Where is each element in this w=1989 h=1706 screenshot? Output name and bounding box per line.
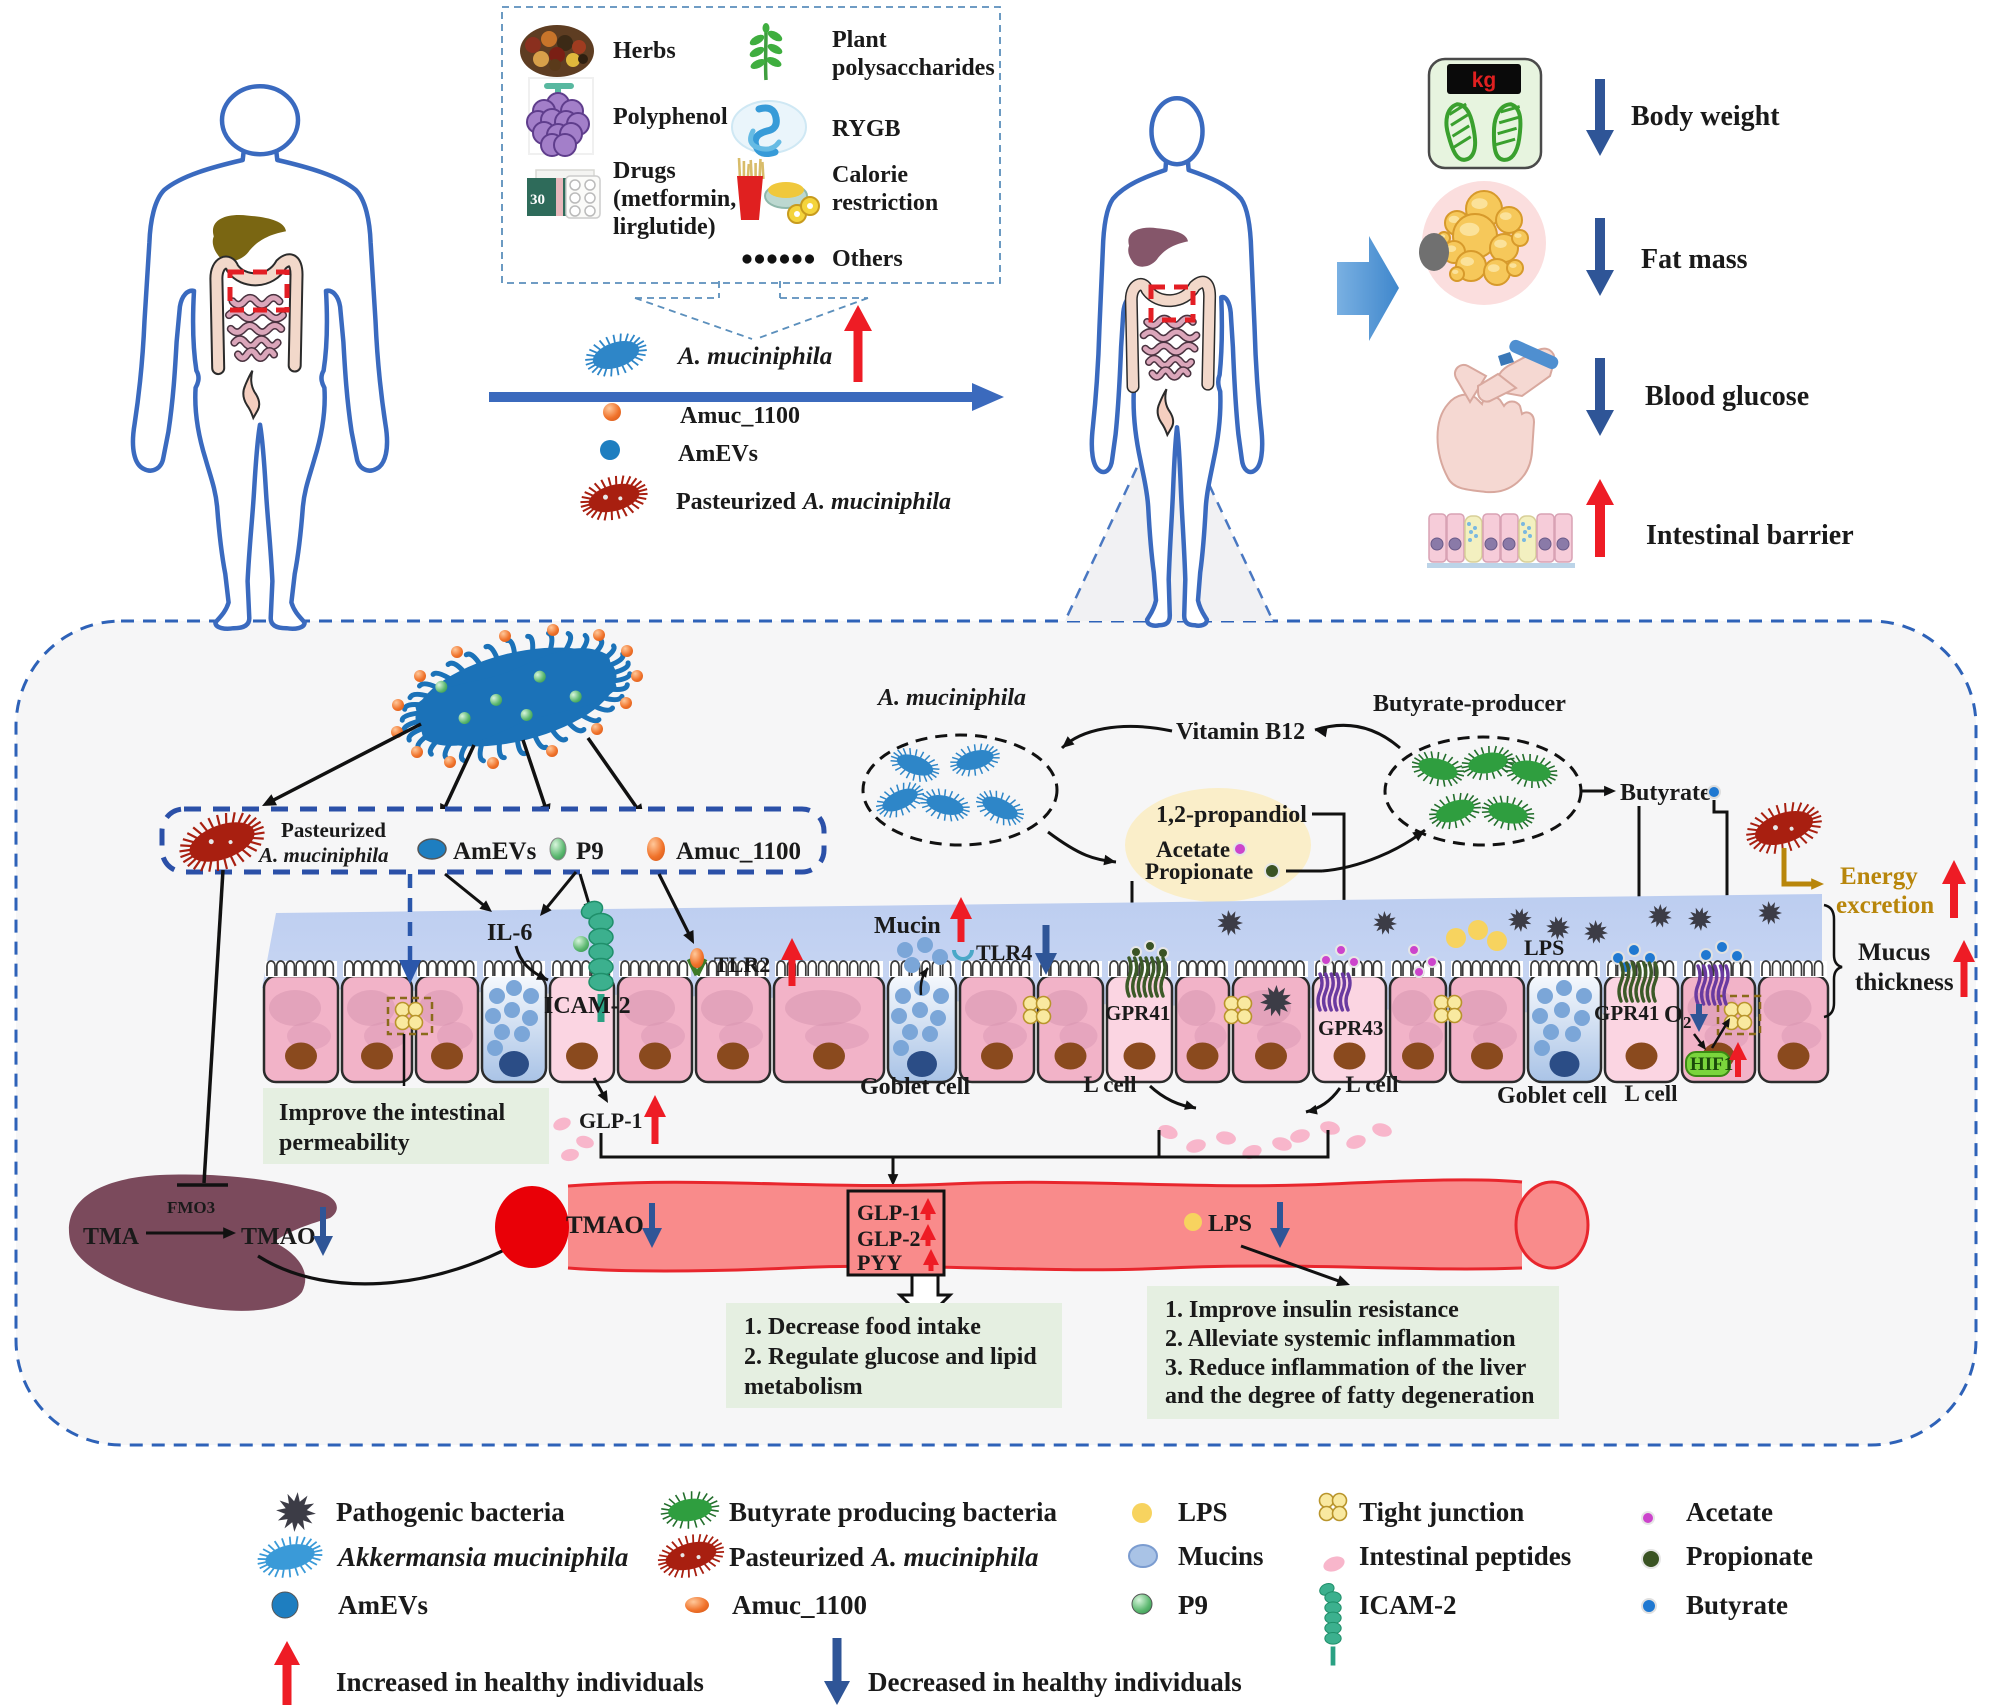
svg-text:2. Regulate glucose and lipid: 2. Regulate glucose and lipid — [744, 1344, 1037, 1370]
svg-text:Improve the intestinal: Improve the intestinal — [279, 1100, 506, 1126]
svg-text:2. Alleviate systemic inflamma: 2. Alleviate systemic inflammation — [1165, 1326, 1516, 1352]
svg-text:Pasteurized: Pasteurized — [281, 818, 386, 842]
svg-text:Decreased in healthy individua: Decreased in healthy individuals — [868, 1667, 1242, 1697]
svg-text:3. Reduce inflammation of the: 3. Reduce inflammation of the liver — [1165, 1355, 1527, 1381]
svg-text:TMAO: TMAO — [566, 1212, 644, 1239]
svg-text:HIF1: HIF1 — [1690, 1054, 1733, 1075]
svg-text:excretion: excretion — [1836, 892, 1934, 919]
svg-text:Acetate: Acetate — [1686, 1497, 1773, 1527]
svg-text:LPS: LPS — [1524, 935, 1564, 960]
svg-text:Body weight: Body weight — [1631, 101, 1780, 132]
svg-text:AmEVs: AmEVs — [453, 838, 537, 865]
svg-text:P9: P9 — [576, 838, 604, 865]
svg-text:Intestinal barrier: Intestinal barrier — [1646, 520, 1854, 551]
svg-text:GLP-1: GLP-1 — [579, 1108, 643, 1133]
svg-text:A. muciniphila: A. muciniphila — [801, 489, 951, 515]
svg-text:O: O — [1664, 1002, 1683, 1028]
svg-text:Intestinal peptides: Intestinal peptides — [1359, 1541, 1571, 1571]
svg-text:Blood glucose: Blood glucose — [1645, 381, 1809, 412]
svg-text:Pathogenic bacteria: Pathogenic bacteria — [336, 1497, 565, 1527]
svg-text:(metformin,: (metformin, — [613, 186, 736, 212]
svg-text:restriction: restriction — [832, 190, 938, 216]
svg-text:2: 2 — [1683, 1013, 1692, 1032]
svg-text:lirglutide): lirglutide) — [613, 214, 716, 240]
svg-text:Vitamin B12: Vitamin B12 — [1176, 719, 1305, 745]
svg-text:GLP-2: GLP-2 — [857, 1226, 921, 1251]
svg-text:30: 30 — [530, 192, 545, 208]
svg-text:TMAO: TMAO — [241, 1224, 316, 1250]
svg-text:A. muciniphila: A. muciniphila — [676, 343, 832, 370]
svg-text:Akkermansia muciniphila: Akkermansia muciniphila — [336, 1542, 628, 1572]
svg-text:L cell: L cell — [1624, 1081, 1677, 1106]
svg-text:Propionate: Propionate — [1686, 1541, 1813, 1571]
svg-text:Herbs: Herbs — [613, 38, 676, 64]
svg-text:Energy: Energy — [1840, 863, 1918, 890]
svg-text:PYY: PYY — [857, 1250, 902, 1275]
svg-text:Butyrate producing bacteria: Butyrate producing bacteria — [729, 1497, 1057, 1527]
svg-text:GLP-1: GLP-1 — [857, 1200, 921, 1225]
svg-text:RYGB: RYGB — [832, 116, 901, 142]
svg-text:Others: Others — [832, 246, 903, 272]
svg-text:Mucus: Mucus — [1858, 939, 1931, 966]
svg-text:Propionate: Propionate — [1145, 859, 1253, 884]
svg-text:TMA: TMA — [83, 1224, 140, 1250]
svg-text:TLR4: TLR4 — [976, 940, 1032, 965]
svg-text:Amuc_1100: Amuc_1100 — [732, 1590, 867, 1620]
svg-text:Plant: Plant — [832, 27, 887, 53]
svg-text:Calorie: Calorie — [832, 162, 908, 188]
svg-text:ICAM-2: ICAM-2 — [544, 993, 631, 1019]
svg-text:A. muciniphila: A. muciniphila — [257, 843, 389, 867]
svg-text:Increased in healthy individua: Increased in healthy individuals — [336, 1667, 704, 1697]
svg-text:1,2-propandiol: 1,2-propandiol — [1156, 802, 1307, 828]
svg-text:permeability: permeability — [279, 1130, 410, 1156]
svg-text:Polyphenol: Polyphenol — [613, 104, 728, 130]
svg-text:Acetate: Acetate — [1156, 837, 1230, 862]
svg-text:IL-6: IL-6 — [487, 920, 532, 946]
svg-text:LPS: LPS — [1208, 1211, 1252, 1237]
svg-text:LPS: LPS — [1178, 1497, 1228, 1527]
svg-text:L cell: L cell — [1345, 1072, 1398, 1097]
svg-text:and the degree of fatty degene: and the degree of fatty degeneration — [1165, 1383, 1535, 1409]
svg-text:P9: P9 — [1178, 1590, 1208, 1620]
svg-text:Drugs: Drugs — [613, 158, 676, 184]
svg-text:Amuc_1100: Amuc_1100 — [676, 838, 801, 865]
svg-text:GPR41: GPR41 — [1105, 1001, 1170, 1025]
svg-text:kg: kg — [1472, 69, 1497, 92]
svg-text:Goblet cell: Goblet cell — [860, 1074, 970, 1100]
svg-text:L cell: L cell — [1083, 1072, 1136, 1097]
svg-text:Pasteurized: Pasteurized — [676, 489, 797, 515]
svg-text:ICAM-2: ICAM-2 — [1359, 1590, 1456, 1620]
svg-text:GPR41: GPR41 — [1594, 1001, 1659, 1025]
svg-text:A. muciniphila: A. muciniphila — [876, 685, 1026, 711]
svg-text:FMO3: FMO3 — [167, 1198, 215, 1217]
svg-text:Fat mass: Fat mass — [1641, 244, 1748, 275]
svg-text:GPR43: GPR43 — [1318, 1016, 1383, 1040]
svg-text:A. muciniphila: A. muciniphila — [870, 1542, 1039, 1572]
svg-text:Pasteurized: Pasteurized — [729, 1542, 864, 1572]
svg-text:1. Improve insulin resistance: 1. Improve insulin resistance — [1165, 1297, 1459, 1323]
svg-text:thickness: thickness — [1855, 969, 1954, 996]
svg-text:Mucins: Mucins — [1178, 1541, 1264, 1571]
svg-text:Butyrate-producer: Butyrate-producer — [1373, 691, 1566, 717]
svg-text:Butyrate: Butyrate — [1686, 1590, 1788, 1620]
svg-text:AmEVs: AmEVs — [338, 1590, 428, 1620]
svg-text:metabolism: metabolism — [744, 1374, 863, 1400]
svg-text:Tight junction: Tight junction — [1359, 1497, 1524, 1527]
svg-text:Butyrate: Butyrate — [1620, 780, 1711, 806]
svg-text:Amuc_1100: Amuc_1100 — [680, 403, 800, 429]
svg-text:Mucin: Mucin — [874, 913, 941, 939]
svg-text:TLR2: TLR2 — [714, 952, 770, 977]
svg-text:Goblet cell: Goblet cell — [1497, 1083, 1607, 1109]
svg-text:polysaccharides: polysaccharides — [832, 55, 995, 81]
svg-text:1. Decrease food intake: 1. Decrease food intake — [744, 1314, 981, 1340]
svg-text:AmEVs: AmEVs — [678, 441, 758, 467]
